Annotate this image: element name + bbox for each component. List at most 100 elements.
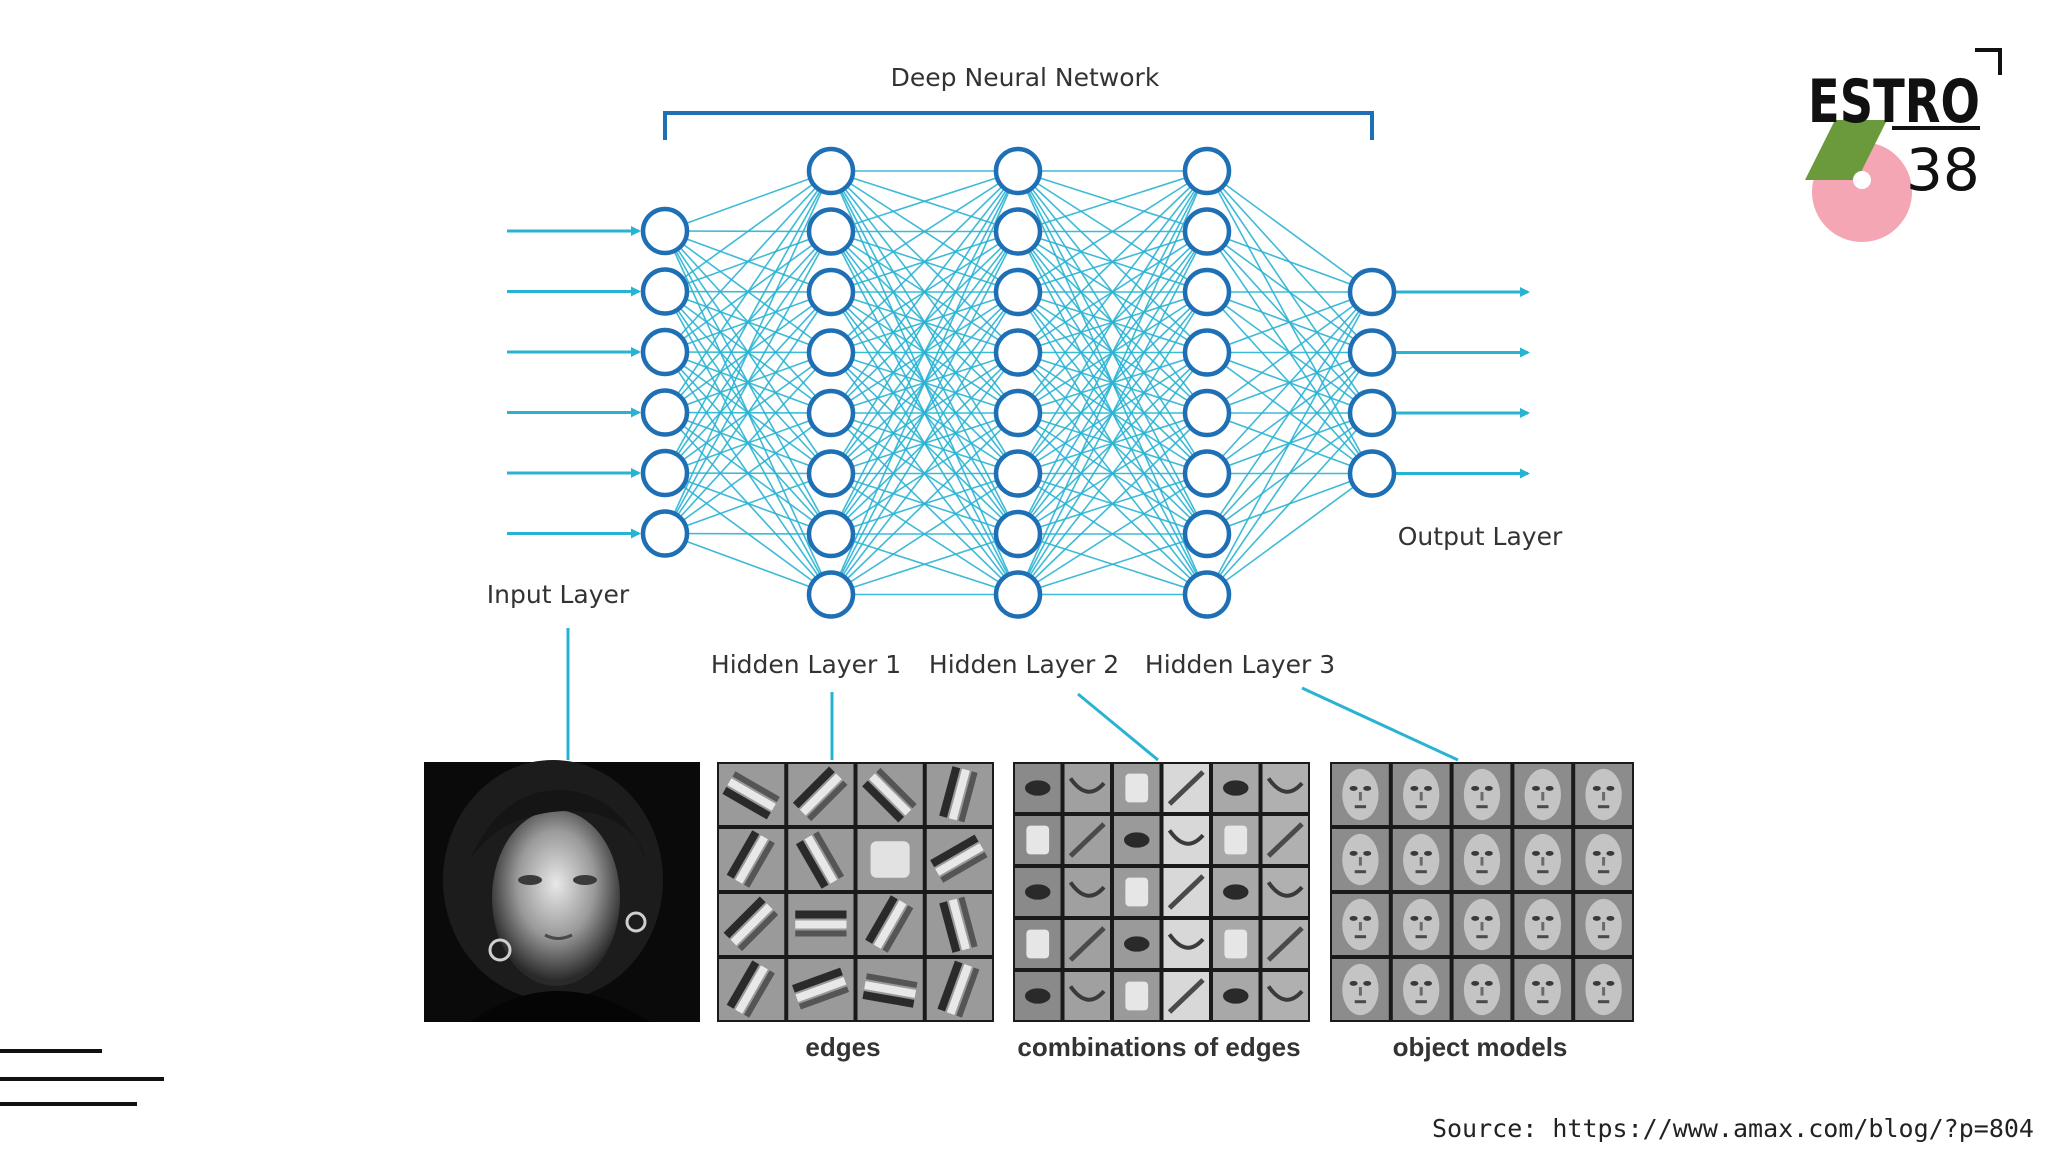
dark-stripe [744, 840, 775, 888]
network-nodes [640, 146, 1397, 619]
light-stripe [735, 835, 768, 884]
eye-feature [1363, 785, 1372, 791]
neuron-node [1347, 388, 1397, 438]
feature-cell [1262, 868, 1308, 916]
logo-number-text: 38 [1906, 136, 1980, 204]
gabor-filter [726, 960, 775, 1018]
dark-stripe [865, 973, 918, 989]
edge-feature [1068, 926, 1106, 962]
dark-stripe [956, 967, 980, 1018]
gabor-filter [865, 895, 914, 953]
eye-feature [1424, 785, 1432, 791]
gabor-filter [862, 767, 917, 823]
eye-feature [1606, 980, 1615, 986]
eye-feature [1484, 980, 1493, 986]
eye-feature [1349, 785, 1358, 791]
feature-blob [870, 841, 910, 878]
connection-line [1206, 291, 1373, 595]
curve-feature [1266, 777, 1304, 794]
connection-line [664, 472, 832, 535]
edge-feature [1266, 926, 1304, 962]
eye-feature [1606, 915, 1615, 921]
eye-feature [1545, 785, 1554, 791]
neuron-node [640, 448, 690, 498]
dark-stripe [939, 901, 961, 953]
eye-feature [1545, 850, 1554, 856]
gabor-filter [939, 766, 978, 823]
dark-stripe [795, 840, 829, 889]
neuron-node [640, 327, 690, 377]
gabor-filter [722, 771, 780, 820]
connection-line [1017, 170, 1208, 535]
neuron-node [993, 509, 1043, 559]
neuron-node [993, 328, 1043, 377]
dark-stripe [726, 830, 760, 879]
connection-line [1017, 170, 1208, 293]
dark-stripe [807, 780, 848, 822]
eye-feature [1471, 850, 1480, 856]
eye-feature [1349, 850, 1358, 856]
feature-cell [1064, 972, 1110, 1020]
eye-feature [1223, 988, 1249, 1004]
gabor-filter [930, 834, 988, 883]
output-layer-label: Output Layer [1398, 522, 1563, 551]
connection-line [1206, 291, 1373, 354]
edge-feature [1167, 874, 1205, 910]
eye-feature [1484, 785, 1493, 791]
connection-line [830, 170, 1019, 535]
eye-feature [1349, 915, 1358, 921]
dark-stripe [862, 780, 904, 823]
object-models-caption: object models [1393, 1032, 1568, 1062]
curve-feature [1167, 933, 1205, 950]
logo-estro-text: ESTRO [1808, 67, 1980, 137]
curve-feature [1266, 881, 1304, 898]
eye-feature [1363, 850, 1372, 856]
neuron-node [806, 509, 856, 559]
gabor-filter [862, 973, 918, 1008]
connection-line [1017, 170, 1208, 474]
estro-logo: ESTRO 38 [1805, 48, 2002, 242]
feature-cell [1262, 764, 1308, 812]
neuron-node [993, 570, 1043, 619]
light-stripe [873, 900, 907, 949]
dark-stripe [882, 905, 914, 953]
light-stripe [946, 964, 972, 1015]
dark-stripe [795, 930, 847, 937]
neuron-node [640, 388, 690, 437]
connection-line [664, 532, 832, 596]
neuron-node [1182, 509, 1232, 559]
light-stripe [948, 768, 970, 821]
hidden-layer-2-label: Hidden Layer 2 [929, 650, 1119, 679]
dark-stripe [940, 851, 988, 883]
eye-feature [1592, 785, 1601, 791]
gabor-filter [723, 896, 779, 952]
dark-stripe [792, 967, 843, 993]
connection-line [830, 170, 1019, 354]
feature-cell [1163, 920, 1209, 968]
neuron-node [806, 146, 856, 196]
connection-line [1017, 231, 1208, 595]
connection-line [1206, 291, 1373, 535]
neuron-node [993, 207, 1043, 256]
eye-feature [1532, 785, 1540, 791]
eye-feature [1484, 915, 1493, 921]
neuron-node [993, 146, 1043, 196]
feature-cell [1064, 868, 1110, 916]
connection-line [664, 231, 832, 534]
eye-feature [1410, 915, 1419, 921]
connection-line [1017, 170, 1208, 233]
connection-line [830, 170, 1019, 474]
dark-stripe [795, 910, 847, 919]
connection-line [1017, 533, 1208, 596]
edge-feature [1068, 822, 1106, 858]
connection-line [664, 412, 832, 535]
eye-feature [1471, 915, 1480, 921]
connection-line [1017, 291, 1208, 595]
combinations-caption: combinations of edges [1017, 1032, 1300, 1062]
neuron-node [1182, 328, 1232, 377]
light-stripe [730, 903, 773, 946]
connection-line [830, 170, 1019, 414]
dark-stripe [726, 960, 760, 1009]
connection-line [1017, 352, 1208, 595]
